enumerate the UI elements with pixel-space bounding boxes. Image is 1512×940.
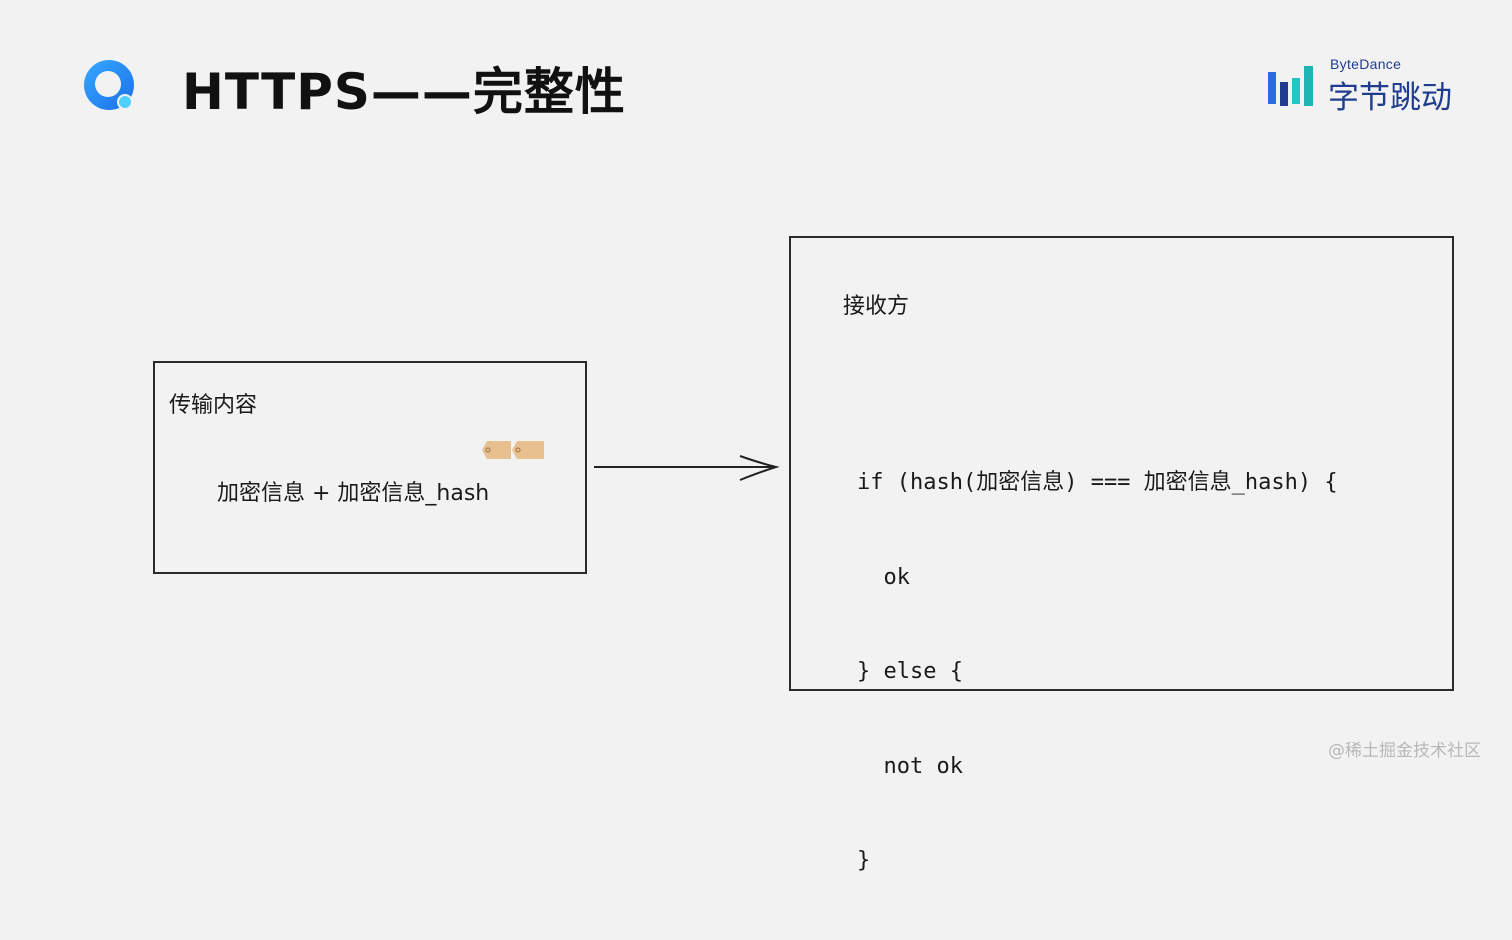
code-line: ok bbox=[857, 564, 910, 590]
sender-label: 传输内容 bbox=[169, 393, 258, 418]
receiver-label: 接收方 bbox=[843, 294, 910, 319]
watermark: @稀土掘金技术社区 bbox=[1328, 741, 1481, 761]
code-line: not ok bbox=[857, 753, 963, 779]
code-line: } bbox=[857, 848, 871, 873]
code-line: } else { bbox=[857, 659, 963, 684]
sender-content: 加密信息 + 加密信息_hash bbox=[217, 481, 490, 506]
brand-name-cn: 字节跳动 bbox=[1328, 80, 1452, 116]
receiver-box: 接收方 if (hash(加密信息) === 加密信息_hash) { ok }… bbox=[789, 236, 1454, 873]
q-logo-icon bbox=[84, 60, 134, 110]
bytedance-bars-icon bbox=[1268, 66, 1313, 106]
code-line: if (hash(加密信息) === 加密信息_hash) { bbox=[857, 470, 1338, 495]
arrow-right-icon bbox=[594, 455, 780, 481]
page-title: HTTPS——完整性 bbox=[182, 63, 626, 121]
tag-icon bbox=[482, 441, 544, 459]
brand-name-en: ByteDance bbox=[1330, 56, 1402, 72]
code-block: if (hash(加密信息) === 加密信息_hash) { ok } els… bbox=[857, 404, 1338, 940]
sender-box: 传输内容 加密信息 + 加密信息_hash bbox=[153, 361, 587, 574]
bytedance-logo: ByteDance 字节跳动 bbox=[1266, 56, 1476, 116]
